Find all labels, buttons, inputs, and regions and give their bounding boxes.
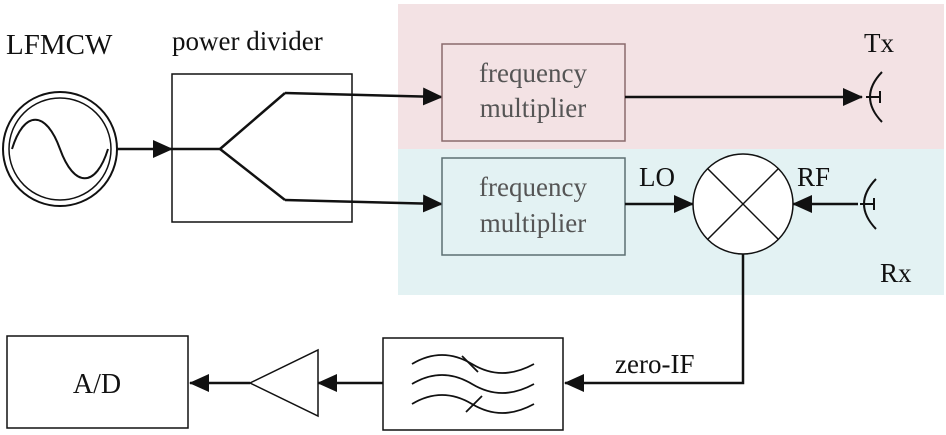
filter-icon: [411, 354, 535, 414]
lo-label: LO: [639, 162, 675, 192]
ad-converter-box: [6, 335, 189, 429]
rx-multiplier-box: [441, 157, 626, 256]
tx-multiplier-line1: frequency: [479, 58, 587, 88]
amplifier-icon: [248, 348, 319, 418]
divider-to-tx-multiplier-line: [284, 87, 443, 106]
rx-multiplier-line2: multiplier: [480, 208, 586, 238]
tx-multiplier-box: [441, 43, 626, 142]
ad-label: A/D: [73, 369, 121, 400]
divider-label: power divider: [172, 26, 323, 56]
tx-label: Tx: [864, 28, 894, 58]
mixer-to-filter-line: [564, 254, 745, 392]
divider-split-lines: [172, 92, 286, 201]
rx-antenna-icon: [860, 178, 877, 230]
rx-multiplier-line1: frequency: [479, 172, 587, 202]
lfmcw-source-icon: [2, 91, 118, 207]
divider-to-rx-multiplier-line: [284, 194, 443, 213]
mixer-icon: [692, 153, 794, 255]
source-label: LFMCW: [6, 29, 113, 61]
rf-label: RF: [797, 162, 830, 192]
tx-antenna-icon: [866, 71, 883, 123]
rx-label: Rx: [880, 258, 912, 288]
tx-multiplier-line2: multiplier: [480, 93, 586, 123]
zero-if-label: zero-IF: [615, 349, 694, 379]
